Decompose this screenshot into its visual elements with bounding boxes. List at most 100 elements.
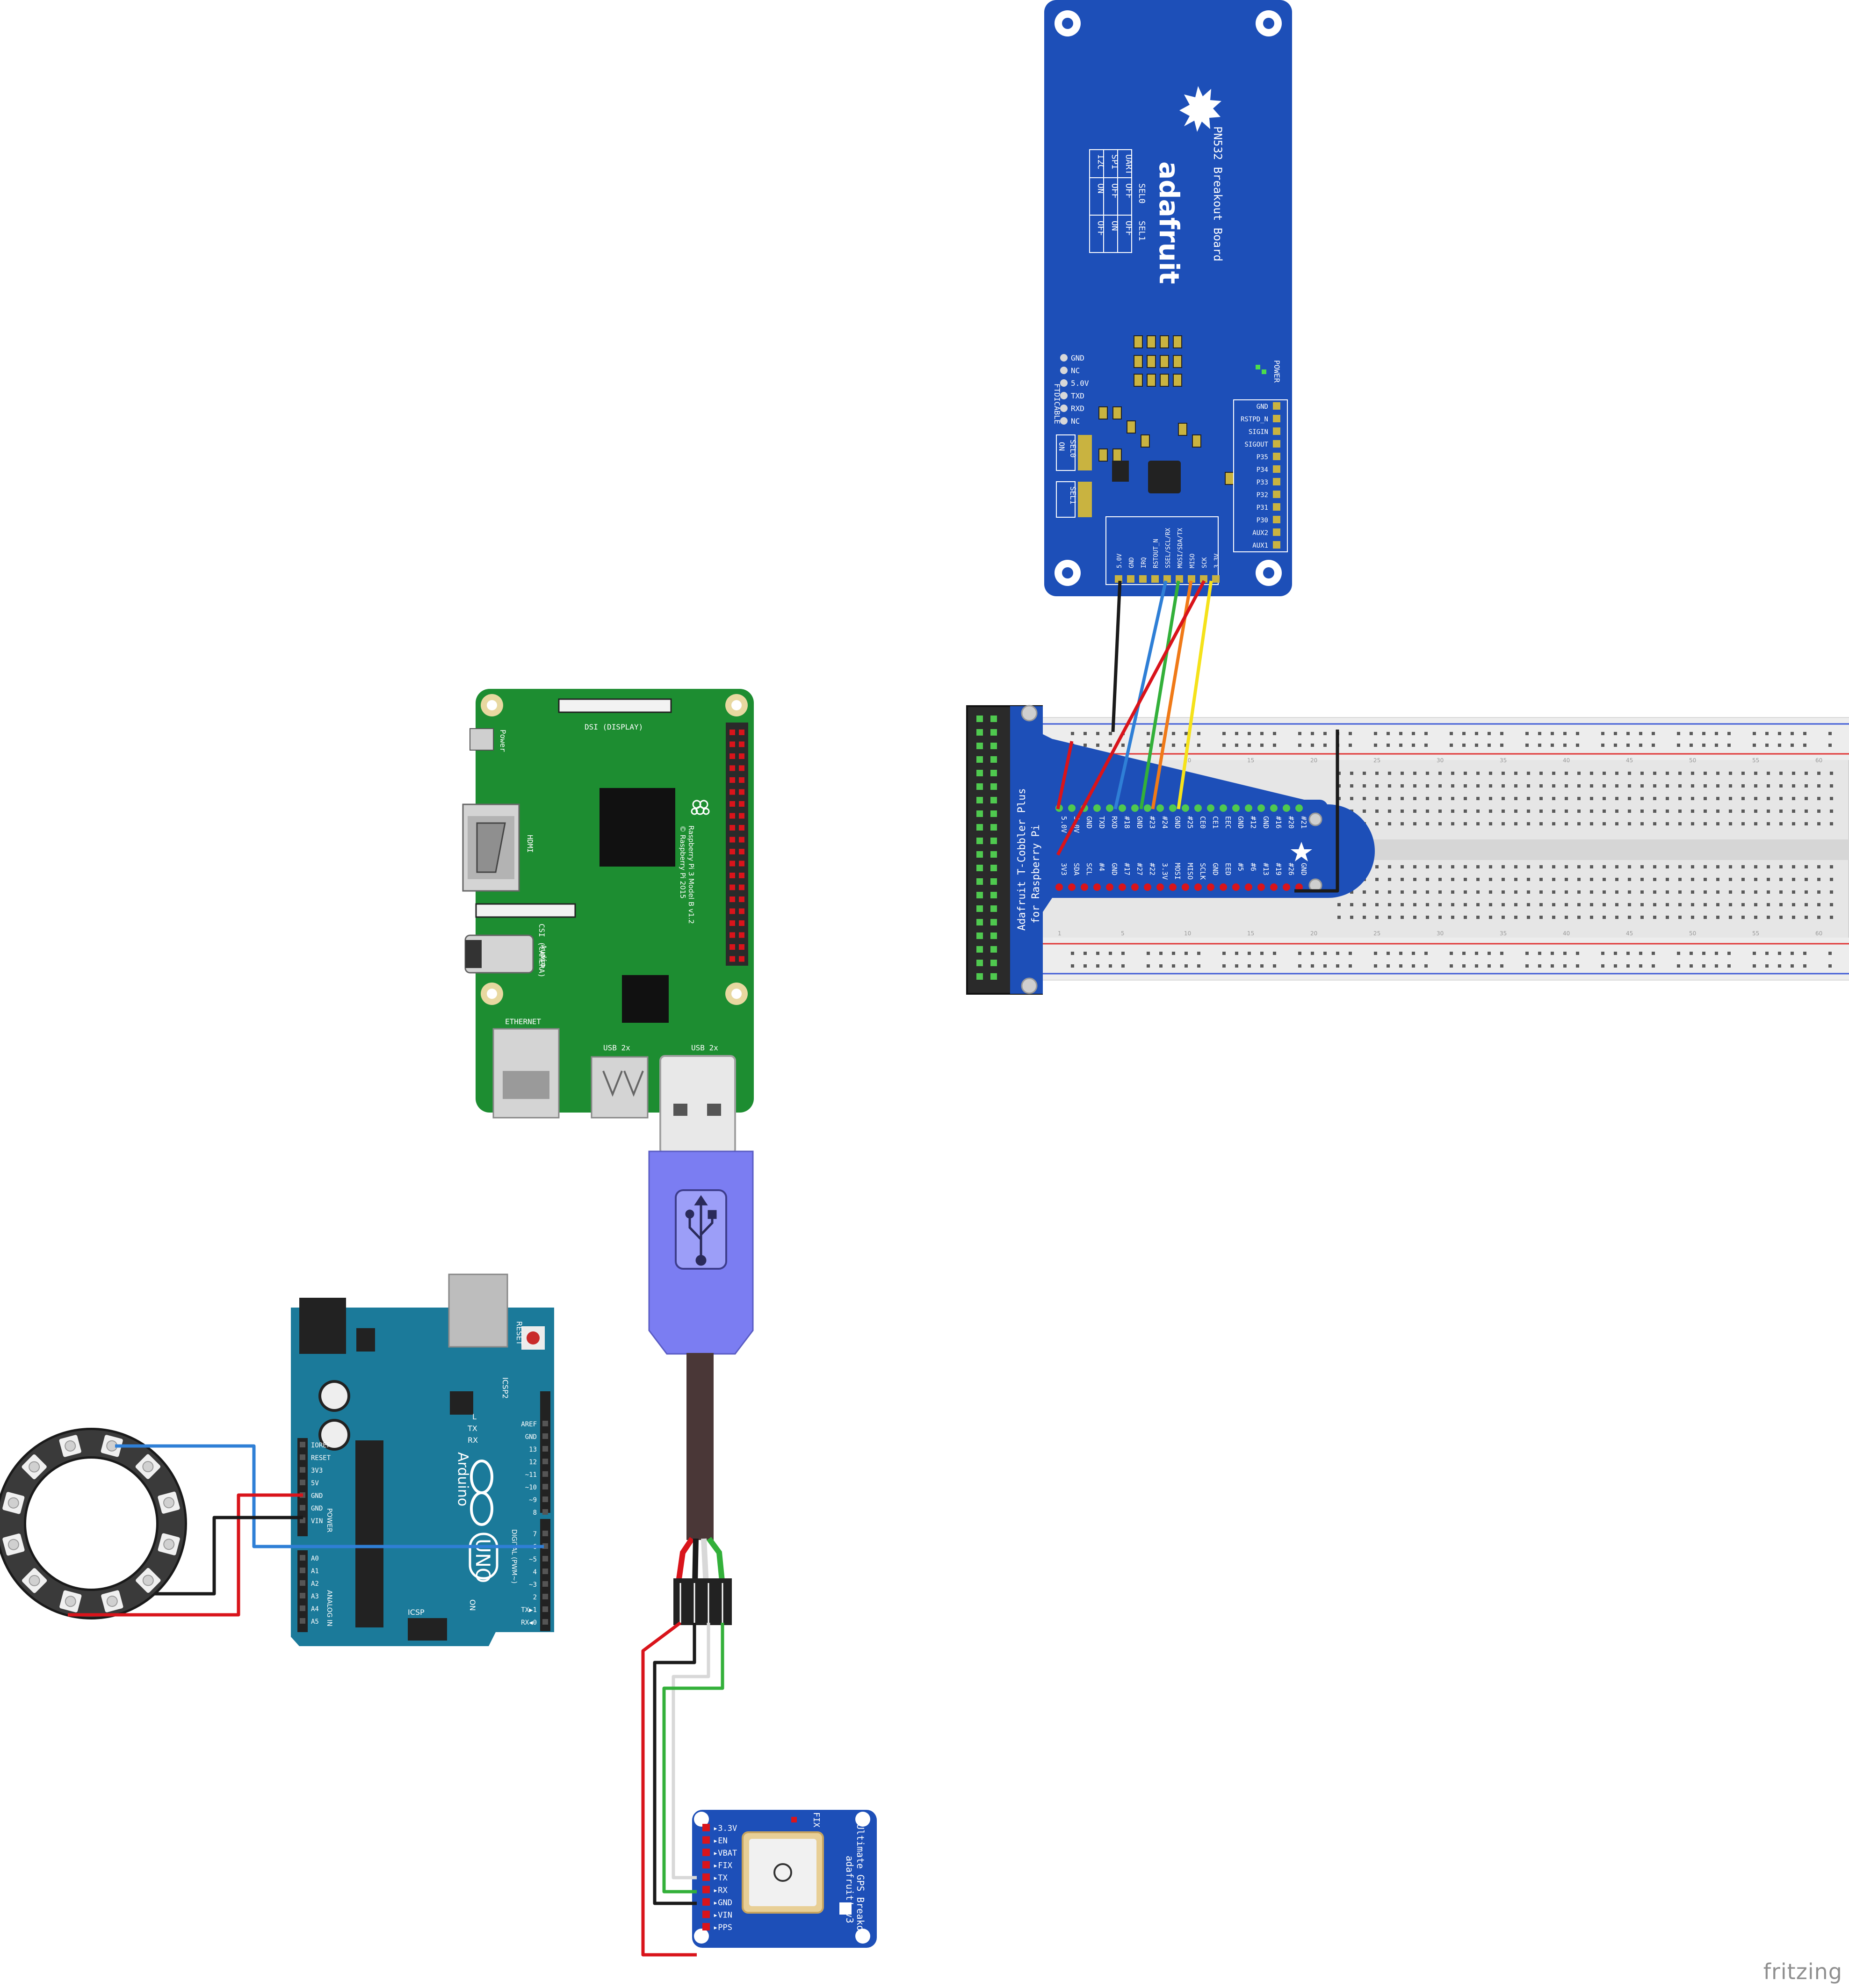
arduino-digital-pin-label: ~11 bbox=[525, 1471, 537, 1479]
pn532-bottom-pin-label: GND bbox=[1128, 557, 1135, 568]
cobbler-top-pin-label: EEC bbox=[1224, 816, 1232, 829]
neopixel-led bbox=[2, 1533, 25, 1556]
pn532-right-pin-label: RSTPD_N bbox=[1241, 416, 1268, 423]
cobbler-bottom-pin-label: GND bbox=[1211, 863, 1220, 875]
ring-wire-red bbox=[68, 1493, 303, 1617]
pn532-right-pin-label: P34 bbox=[1257, 466, 1268, 474]
pn532-right-pin-label: SIGIN bbox=[1249, 428, 1268, 436]
cobbler-bottom-pin-label: SDA bbox=[1072, 863, 1081, 875]
gps-pin-label: ▸EN bbox=[713, 1836, 728, 1846]
csi-label: CSI (CAMERA) bbox=[537, 924, 546, 978]
cobbler-bottom-pin-label: #27 bbox=[1135, 863, 1144, 875]
column-number: 55 bbox=[1752, 757, 1759, 764]
column-number: 45 bbox=[1626, 930, 1633, 937]
arduino-pin-labels: IOREFRESET3V35VGNDGNDVINA0A1A2A3A4A5AREF… bbox=[300, 1421, 548, 1627]
neopixel-led bbox=[135, 1454, 161, 1479]
arduino-icsp2-label: ICSP2 bbox=[501, 1377, 510, 1399]
gps-pin-label: ▸FIX bbox=[713, 1861, 733, 1871]
gps-title: Ultimate GPS Breakout bbox=[855, 1824, 866, 1942]
arduino-led-rx: RX bbox=[468, 1436, 478, 1445]
mode-cell: ON bbox=[1096, 183, 1105, 194]
power-port-label: Power bbox=[498, 730, 507, 752]
arduino-uno: RESET ICSP2 ICSP ON TX RX L Arduino UNO … bbox=[291, 1273, 554, 1646]
breadboard-column-numbers: 1155101015152020252530303535404045455050… bbox=[1058, 757, 1822, 937]
mode-row-spi: SPI bbox=[1110, 154, 1120, 170]
dsi-label: DSI (DISPLAY) bbox=[585, 723, 643, 731]
cobbler-bottom-pin-label: #6 bbox=[1249, 863, 1257, 871]
arduino-digital-pin-label: 4 bbox=[533, 1569, 537, 1576]
column-number: 35 bbox=[1500, 757, 1507, 764]
neopixel-led bbox=[101, 1590, 123, 1612]
column-number: 20 bbox=[1310, 757, 1317, 764]
column-number: 50 bbox=[1689, 930, 1696, 937]
mode-cell: OFF bbox=[1110, 183, 1120, 199]
cobbler-top-pin-label: #23 bbox=[1148, 816, 1156, 829]
cobbler-top-pin-label: #25 bbox=[1186, 816, 1194, 829]
fritzing-watermark: fritzing bbox=[1763, 1959, 1842, 1984]
mode-header: SEL1 bbox=[1137, 221, 1147, 241]
arduino-digital-pin-label: ~10 bbox=[525, 1484, 537, 1491]
gps-wire-red bbox=[641, 1621, 697, 1957]
cobbler-bottom-pin-label: GND bbox=[1110, 863, 1119, 875]
arduino-digital-pin-label: 13 bbox=[529, 1446, 537, 1453]
neopixel-led bbox=[59, 1435, 81, 1457]
ethernet-label: ETHERNET bbox=[505, 1017, 541, 1026]
pn532-components bbox=[1098, 335, 1234, 485]
column-number: 50 bbox=[1689, 757, 1696, 764]
arduino-led-tx: TX bbox=[467, 1424, 477, 1433]
cobbler-top-pin-label: GND bbox=[1262, 816, 1270, 829]
pn532-bottom-pin-label: SCK bbox=[1201, 557, 1208, 568]
arduino-brand: Arduino bbox=[455, 1452, 471, 1506]
arduino-power-pin-label: 5V bbox=[311, 1480, 319, 1487]
power-label: POWER bbox=[1272, 360, 1281, 383]
pn532-bottom-pin-label: IRQ bbox=[1141, 557, 1148, 568]
breadboard-holes bbox=[1071, 732, 1833, 968]
pn532-title: PN532 Breakout Board bbox=[1211, 126, 1224, 261]
column-number: 40 bbox=[1563, 757, 1570, 764]
neopixel-led bbox=[2, 1492, 25, 1514]
neopixel-leds bbox=[2, 1435, 180, 1612]
ftdi-pin-label: 5.0V bbox=[1071, 379, 1089, 388]
rpi-copyright-label: © Raspberry Pi 2015 bbox=[679, 825, 687, 899]
pn532-right-header: GNDRSTPD_NSIGINSIGOUTP35P34P33P32P31P30A… bbox=[1241, 402, 1280, 549]
gps-pin-label: ▸PPS bbox=[713, 1923, 732, 1932]
arduino-digital-pin-label: AREF bbox=[521, 1421, 537, 1428]
gps-pin-label: ▸VIN bbox=[713, 1911, 732, 1920]
cobbler-top-pin-label: #24 bbox=[1161, 816, 1169, 829]
pn532-right-pin-label: AUX1 bbox=[1252, 542, 1268, 549]
gps-fix-label: FIX bbox=[811, 1812, 821, 1828]
hdmi-label: HDMI bbox=[526, 835, 534, 853]
arduino-digital-pin-label: GND bbox=[525, 1433, 537, 1441]
cobbler-bottom-pin-label: GND bbox=[1300, 863, 1308, 875]
column-number: 10 bbox=[1184, 930, 1191, 937]
wire-black-gnd bbox=[1111, 580, 1122, 732]
wire-green bbox=[1139, 580, 1180, 810]
arduino-reset-label: RESET bbox=[515, 1321, 524, 1345]
arduino-analog-pin-label: A0 bbox=[311, 1555, 319, 1562]
cobbler-bottom-pin-label: 3V3 bbox=[1060, 863, 1068, 875]
arduino-power-pin-label: GND bbox=[311, 1505, 323, 1512]
cobbler-top-pin-label: TXD bbox=[1098, 816, 1106, 829]
neopixel-led bbox=[158, 1491, 180, 1514]
adafruit-flower-icon bbox=[1179, 86, 1221, 132]
mode-cell: OFF bbox=[1124, 221, 1134, 236]
arduino-analog-pin-label: A1 bbox=[311, 1568, 319, 1575]
audio-label: Audio bbox=[539, 945, 548, 967]
column-number: 30 bbox=[1437, 930, 1444, 937]
pn532-right-pin-label: GND bbox=[1257, 403, 1268, 411]
t-cobbler: Adafruit T-Cobbler Plus for Raspberry Pi… bbox=[966, 705, 1375, 995]
pn532-brand: adafruit bbox=[1153, 161, 1185, 284]
cobbler-bottom-pin-label: #13 bbox=[1262, 863, 1270, 875]
usb-label-1: USB 2x bbox=[603, 1043, 630, 1052]
rpi-model-label: Raspberry Pi 3 Model B v1.2 bbox=[687, 825, 695, 924]
wires bbox=[68, 580, 1339, 1957]
ftdi-pin-label: GND bbox=[1071, 354, 1084, 362]
wire-yellow bbox=[1177, 580, 1213, 810]
usb-icon bbox=[685, 1195, 717, 1266]
gps-pin-label: ▸GND bbox=[713, 1898, 732, 1908]
ftdi-pin-label: NC bbox=[1071, 366, 1080, 375]
gps-pin-label: ▸TX bbox=[713, 1873, 728, 1883]
pn532-bottom-pin-label: RSTOUT_N bbox=[1153, 539, 1160, 568]
